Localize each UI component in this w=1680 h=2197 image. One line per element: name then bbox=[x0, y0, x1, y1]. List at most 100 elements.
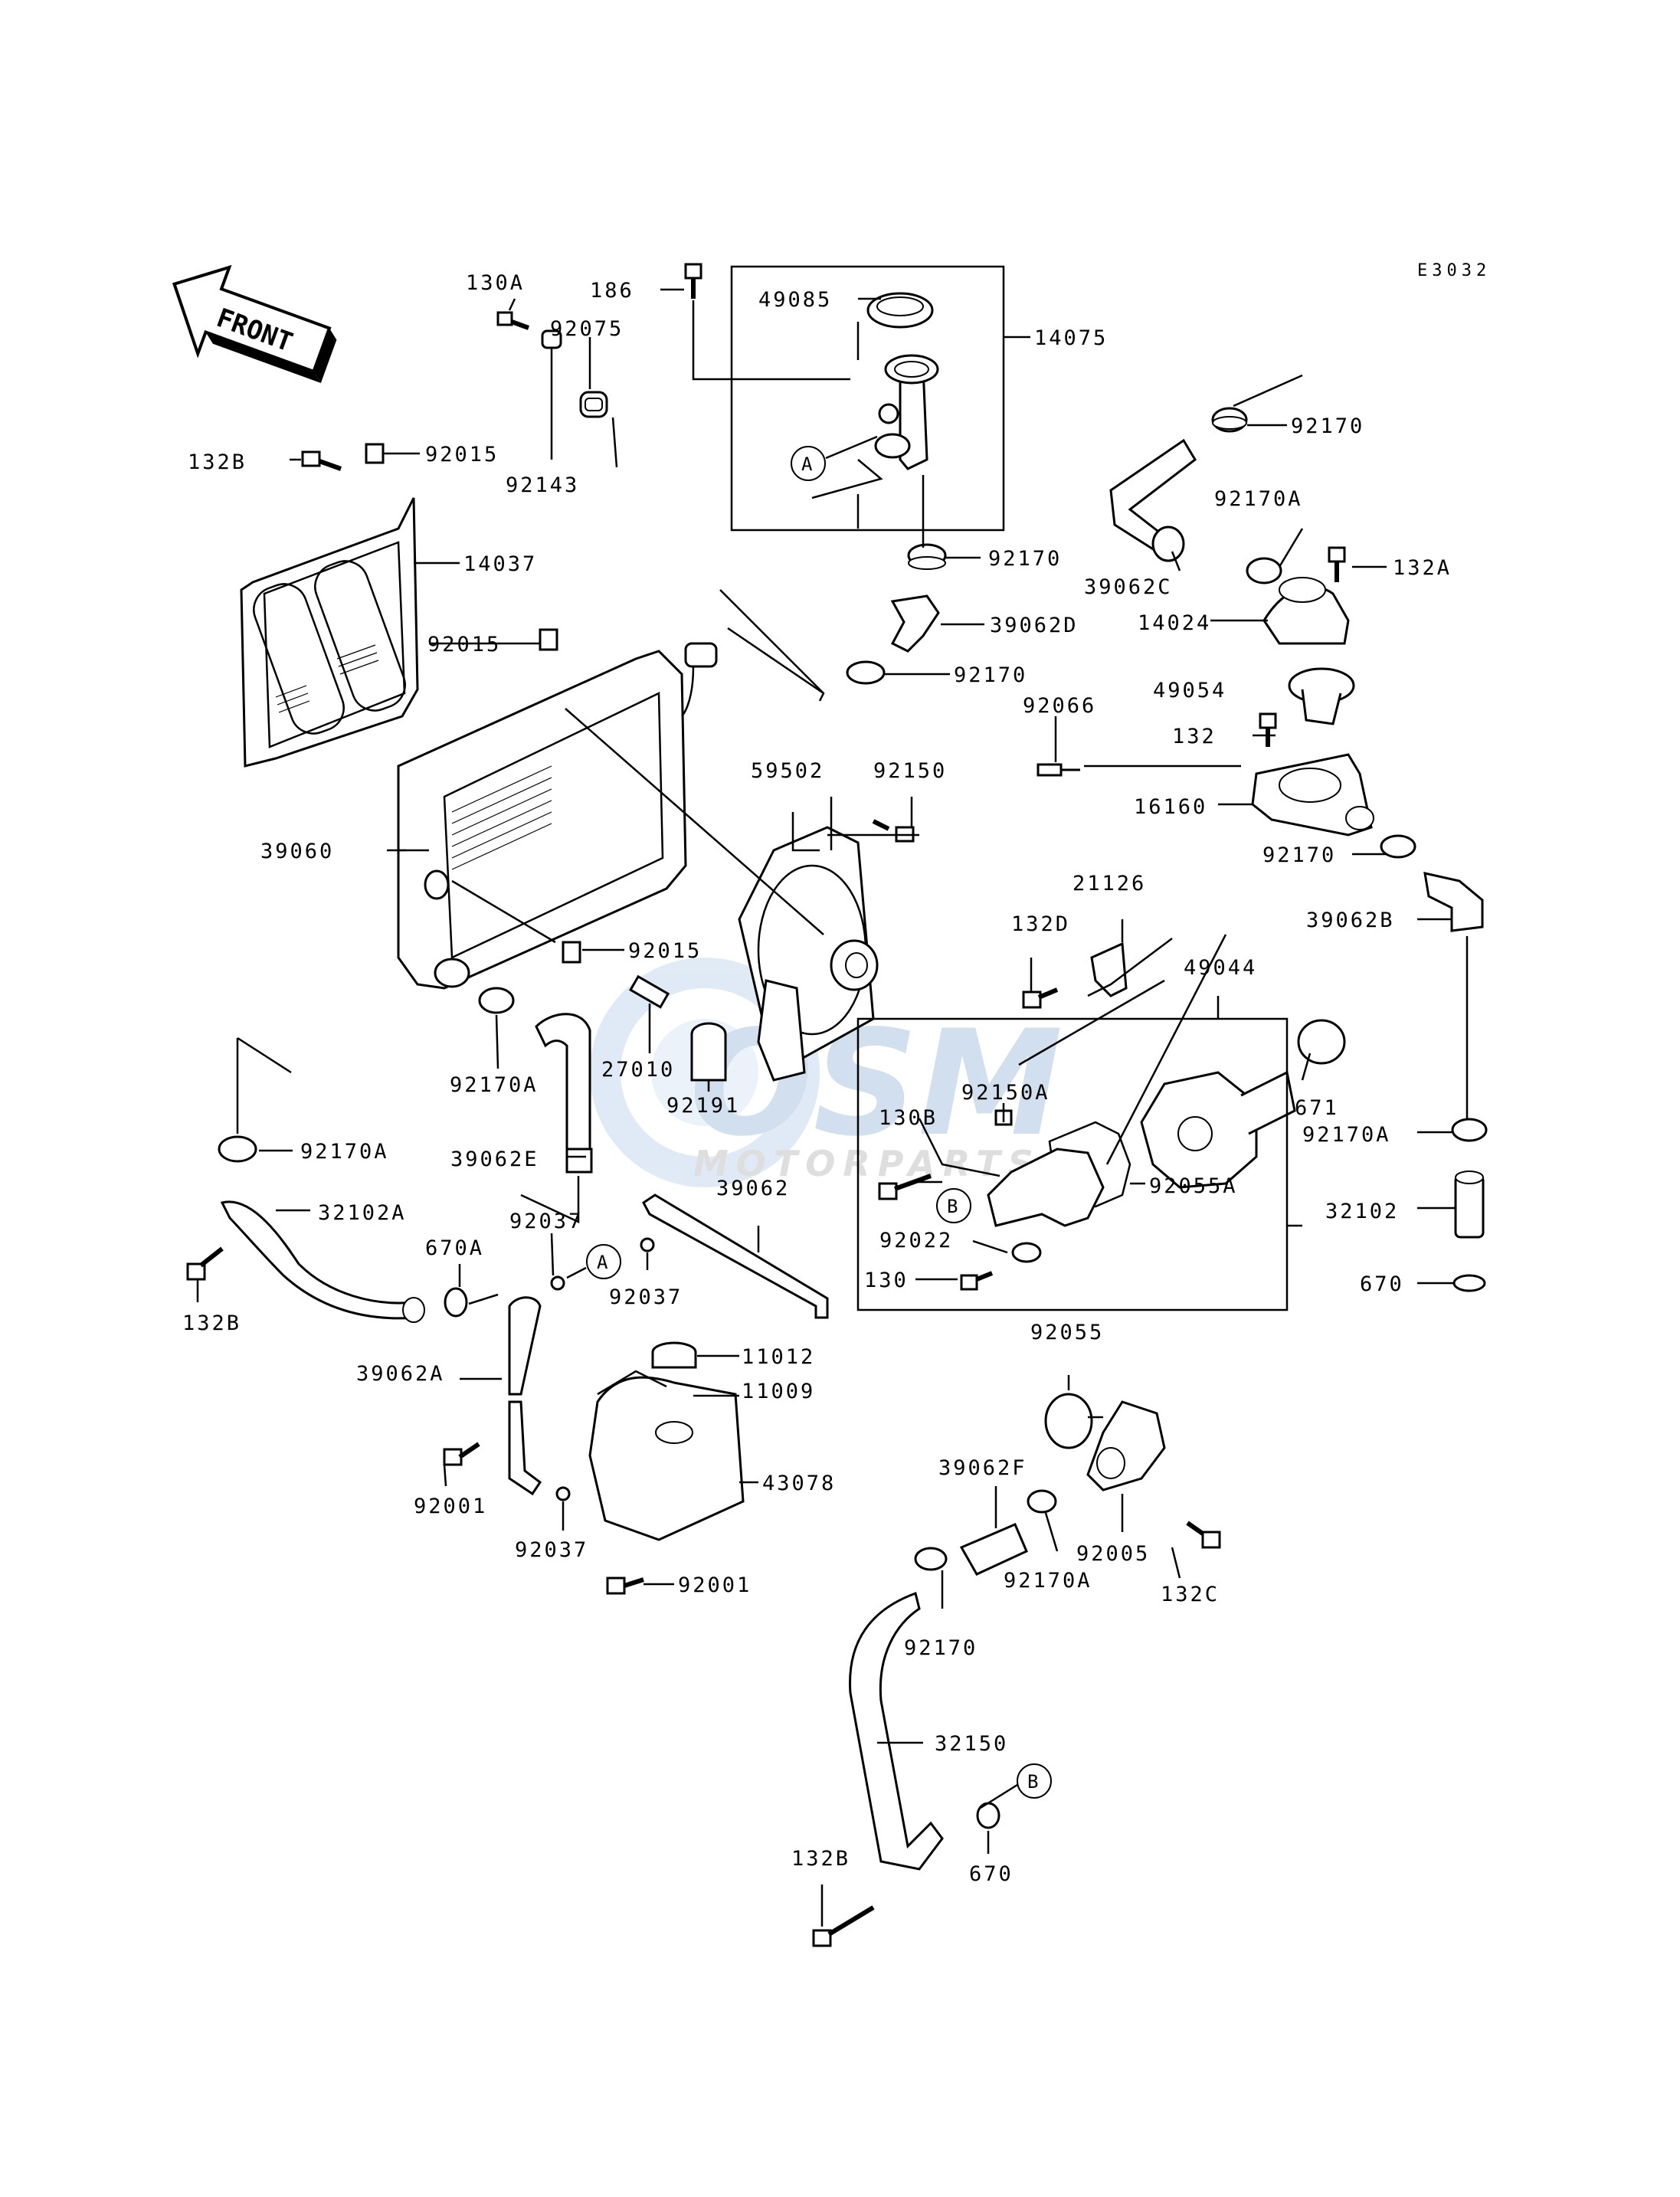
label-132b-top: 132B bbox=[188, 450, 247, 474]
callout-b-bottom: B bbox=[1017, 1763, 1052, 1799]
svg-text:A: A bbox=[801, 453, 813, 475]
bolt-132c-icon bbox=[1186, 1521, 1221, 1549]
bolt-132b-left-icon bbox=[186, 1246, 224, 1281]
label-132b-bottom: 132B bbox=[791, 1847, 850, 1871]
label-92170-a: 92170 bbox=[1291, 414, 1364, 438]
label-49044: 49044 bbox=[1184, 956, 1257, 980]
label-186: 186 bbox=[590, 279, 634, 303]
hose-39062f bbox=[959, 1523, 1028, 1576]
label-39062b: 39062B bbox=[1306, 909, 1395, 932]
filler-neck-assembly bbox=[730, 265, 1005, 570]
label-92037-c: 92037 bbox=[515, 1538, 588, 1562]
clip-92037-c-icon bbox=[555, 1486, 571, 1501]
watermark-sub: MOTORPARTS bbox=[693, 1143, 1041, 1184]
clamp-92170-e-icon bbox=[914, 1547, 948, 1571]
elbow-14024 bbox=[1262, 577, 1350, 645]
label-92075: 92075 bbox=[550, 317, 624, 341]
sensor-92066-icon bbox=[1036, 763, 1080, 777]
label-92170-d: 92170 bbox=[1262, 843, 1336, 867]
clamp-92170a-e-icon bbox=[1027, 1489, 1057, 1514]
reservoir-cap-11012-icon bbox=[651, 1341, 697, 1369]
bolt-132-icon bbox=[1259, 712, 1277, 747]
clamp-92170a-b-icon bbox=[478, 987, 515, 1014]
diagram-code: E3032 bbox=[1417, 261, 1491, 280]
label-39062a: 39062A bbox=[356, 1362, 445, 1386]
bolt-92150-icon bbox=[872, 819, 915, 843]
clip-92037-a-icon bbox=[550, 1275, 565, 1291]
switch-27010-icon bbox=[629, 974, 670, 1009]
label-92022: 92022 bbox=[879, 1229, 953, 1252]
clip-92015-mid-icon bbox=[539, 628, 558, 651]
front-arrow-icon: FRONT bbox=[172, 264, 337, 384]
callout-a-low: A bbox=[586, 1244, 621, 1279]
bolt-92001-a-icon bbox=[443, 1442, 480, 1466]
watermark-brand: OSM bbox=[689, 999, 1063, 1168]
label-14024: 14024 bbox=[1138, 611, 1211, 635]
pipe-32102 bbox=[1454, 1171, 1485, 1239]
oring-670a-icon bbox=[444, 1287, 468, 1318]
grommet-92075-icon bbox=[579, 391, 608, 418]
pump-assembly-frame bbox=[856, 1017, 1289, 1311]
bolt-132a-icon bbox=[1328, 546, 1346, 582]
label-130b: 130B bbox=[879, 1106, 938, 1130]
housing-92005 bbox=[1086, 1400, 1166, 1491]
label-49085: 49085 bbox=[758, 288, 832, 312]
bracket-21126-icon bbox=[1090, 941, 1128, 997]
label-130: 130 bbox=[864, 1269, 909, 1292]
hose-39062a bbox=[508, 1296, 542, 1496]
label-92055: 92055 bbox=[1030, 1321, 1104, 1344]
label-92150: 92150 bbox=[873, 759, 947, 783]
thermostat-49054 bbox=[1288, 667, 1355, 725]
label-92001-a: 92001 bbox=[414, 1495, 487, 1518]
oring-670-a-icon bbox=[1452, 1274, 1486, 1292]
hose-39062b bbox=[1423, 872, 1484, 932]
label-670-a: 670 bbox=[1360, 1272, 1404, 1296]
bolt-130a-icon bbox=[496, 311, 530, 330]
label-92170a-c: 92170A bbox=[1302, 1123, 1391, 1147]
label-39062e: 39062E bbox=[450, 1148, 539, 1171]
oring-92055-icon bbox=[1044, 1393, 1093, 1449]
label-39062: 39062 bbox=[716, 1177, 790, 1200]
svg-text:B: B bbox=[1027, 1771, 1038, 1793]
label-92191: 92191 bbox=[666, 1094, 740, 1118]
washer-92022-icon bbox=[1011, 1242, 1042, 1263]
reservoir-tank-43078 bbox=[588, 1370, 745, 1541]
label-16160: 16160 bbox=[1134, 795, 1207, 819]
leader-lines bbox=[196, 288, 1469, 1927]
bolt-132b-top-icon bbox=[301, 450, 342, 471]
label-49054: 49054 bbox=[1153, 679, 1226, 702]
label-92055a: 92055A bbox=[1149, 1174, 1238, 1198]
bolt-92001-b-icon bbox=[606, 1577, 644, 1595]
label-132c: 132C bbox=[1161, 1583, 1220, 1606]
label-21126: 21126 bbox=[1073, 872, 1146, 895]
clamp-92170a-c-icon bbox=[1451, 1118, 1488, 1142]
label-11012: 11012 bbox=[742, 1345, 815, 1369]
label-92170-e: 92170 bbox=[904, 1636, 978, 1660]
clip-92015-low-icon bbox=[562, 941, 581, 964]
label-92005: 92005 bbox=[1076, 1542, 1150, 1566]
radiator-screen bbox=[240, 497, 419, 768]
label-92150a: 92150A bbox=[961, 1081, 1050, 1105]
callout-b-pump: B bbox=[936, 1188, 971, 1223]
svg-text:B: B bbox=[947, 1196, 958, 1217]
bolt-130-icon bbox=[960, 1271, 994, 1291]
label-92170-c: 92170 bbox=[954, 663, 1027, 687]
label-92066: 92066 bbox=[1023, 694, 1096, 718]
label-39060: 39060 bbox=[260, 840, 334, 863]
label-39062d: 39062D bbox=[990, 614, 1079, 637]
label-32150: 32150 bbox=[935, 1732, 1008, 1756]
label-39062c: 39062C bbox=[1084, 575, 1173, 599]
label-92015-top: 92015 bbox=[425, 443, 499, 467]
label-92170-b: 92170 bbox=[988, 547, 1062, 571]
label-92001-b: 92001 bbox=[678, 1573, 752, 1597]
cap-92191-icon bbox=[690, 1022, 727, 1082]
hose-39062 bbox=[642, 1193, 829, 1319]
label-92170a-b: 92170A bbox=[450, 1073, 539, 1097]
cooling-fan bbox=[738, 826, 879, 1082]
label-670a: 670A bbox=[425, 1236, 484, 1260]
clamp-92170-a-icon bbox=[1211, 407, 1248, 433]
hose-39062e bbox=[535, 1013, 593, 1174]
radiator bbox=[397, 642, 718, 990]
grommet-92143-icon bbox=[541, 329, 562, 349]
label-32102a: 32102A bbox=[318, 1201, 407, 1225]
